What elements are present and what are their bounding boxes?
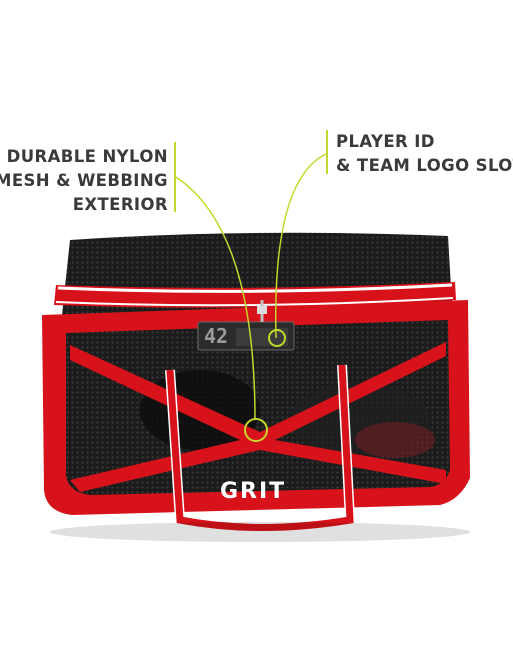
id-slot-callout: PLAYER ID & TEAM LOGO SLOT: [336, 130, 513, 178]
mesh-callout-line-2: MESH & WEBBING: [0, 171, 168, 190]
webbing-strap-1: [70, 342, 446, 492]
mesh-callout-line-1: DURABLE NYLON: [6, 147, 168, 166]
id-slot-callout-leader: [274, 153, 327, 339]
brand-logo-text: GRIT: [220, 479, 286, 504]
id-slot-callout-line-1: PLAYER ID: [336, 132, 435, 151]
mesh-callout: DURABLE NYLON MESH & WEBBING EXTERIOR: [0, 145, 168, 217]
id-slot-callout-bar: [326, 130, 328, 174]
player-id-number: 42: [204, 324, 228, 348]
mesh-callout-marker: [244, 418, 268, 442]
id-slot-callout-marker: [268, 329, 286, 347]
mesh-callout-leader: [175, 176, 256, 421]
id-slot-callout-line-2: & TEAM LOGO SLOT: [336, 156, 513, 175]
mesh-callout-line-3: EXTERIOR: [72, 195, 168, 214]
mesh-callout-bar: [174, 142, 176, 212]
